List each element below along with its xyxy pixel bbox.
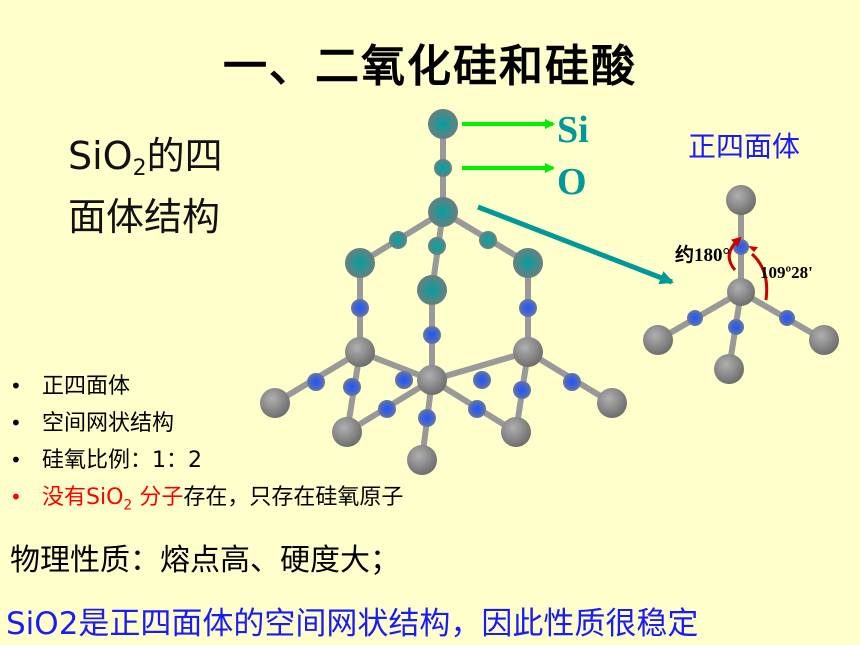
bullet-dot: • — [10, 374, 22, 398]
bullet-item: • 正四面体 — [10, 368, 403, 405]
tetrahedron-diagram — [643, 185, 839, 384]
page-title: 一、二氧化硅和硅酸 — [223, 41, 637, 92]
structure-title-sub: 2 — [132, 156, 147, 181]
structure-title-part1: SiO — [68, 134, 133, 178]
bullet-text: 空间网状结构 — [42, 411, 175, 436]
network-si-atoms — [260, 109, 627, 475]
bullet-item: • 空间网状结构 — [10, 405, 403, 442]
angle-180-label: 约180° — [675, 245, 731, 266]
bullet-dot: • — [10, 448, 22, 472]
bullet-text-red: 没有SiO — [42, 485, 124, 510]
angle-109-label: 109º28' — [760, 263, 813, 282]
summary-text: SiO2是正四面体的空间网状结构，因此性质很稳定 — [6, 606, 699, 642]
bullet-text: 硅氧比例：1：2 — [42, 448, 202, 473]
network-o-atoms — [307, 159, 581, 427]
bullet-dot: • — [10, 485, 22, 509]
physical-properties: 物理性质：熔点高、硬度大； — [10, 543, 400, 578]
label-arrows — [462, 119, 674, 285]
o-label: O — [557, 161, 587, 203]
bullet-text: 正四面体 — [42, 374, 131, 399]
bullet-text-rest: 存在，只存在硅氧原子 — [183, 485, 404, 510]
tetrahedron-title: 正四面体 — [688, 130, 801, 163]
structure-title: SiO2的四 面体结构 — [68, 132, 258, 241]
bullet-text-sub: 2 — [123, 497, 133, 514]
structure-title-part2: 的四 — [146, 134, 223, 178]
bullet-item: • 没有SiO2 分子存在，只存在硅氧原子 — [10, 479, 403, 523]
bullet-text-red2: 分子 — [132, 485, 184, 510]
property-bullets: • 正四面体 • 空间网状结构 • 硅氧比例：1：2 • 没有SiO2 分子存在，只存在… — [10, 368, 403, 523]
bullet-dot: • — [10, 411, 22, 435]
bullet-item: • 硅氧比例：1：2 — [10, 442, 403, 479]
structure-title-line2: 面体结构 — [68, 195, 221, 239]
si-label: Si — [557, 109, 589, 151]
